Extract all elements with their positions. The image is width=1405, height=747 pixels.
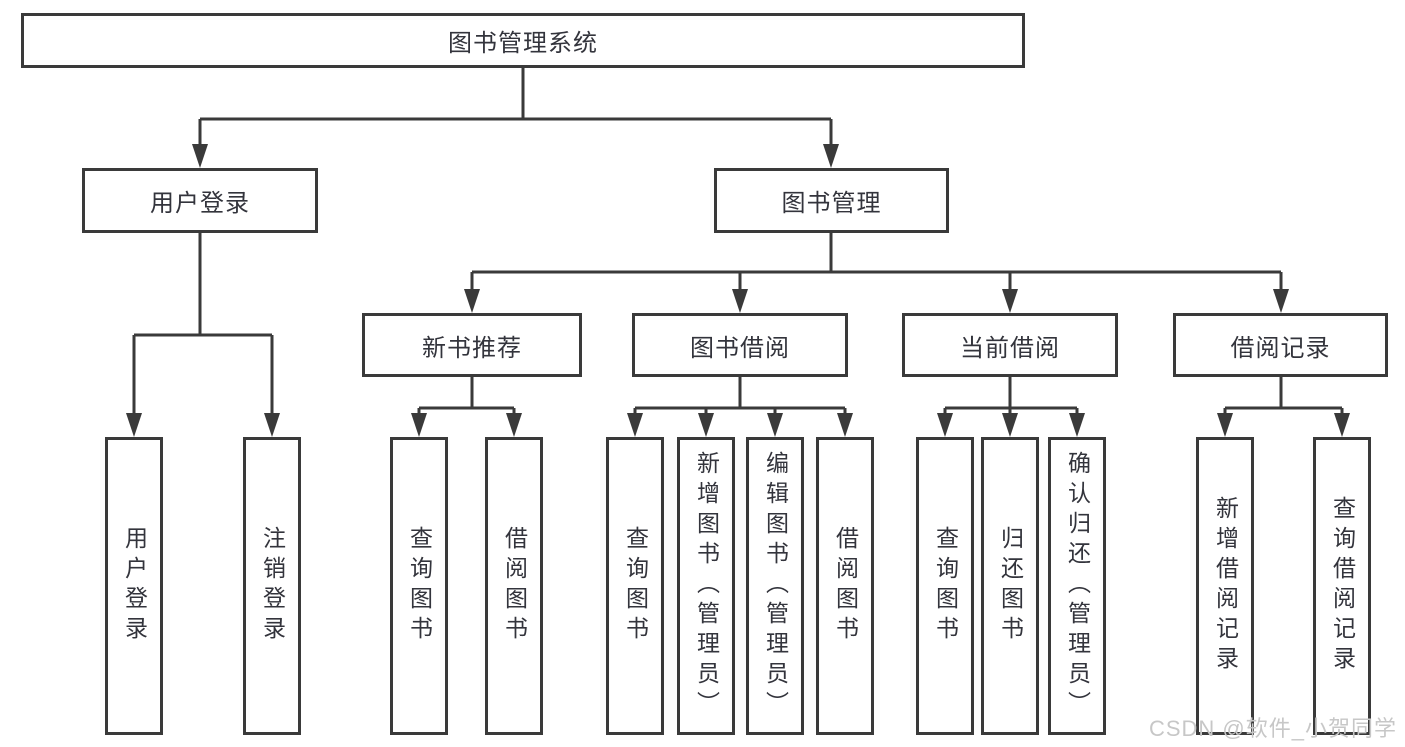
leaf-return-books: 归还图书 <box>981 437 1039 735</box>
leaf-label: 归还图书 <box>997 526 1024 646</box>
leaf-query-books-borrowing: 查询图书 <box>606 437 664 735</box>
leaf-add-borrow-record: 新增借阅记录 <box>1196 437 1254 735</box>
node-label: 图书管理系统 <box>448 30 598 57</box>
node-library-management-system: 图书管理系统 <box>21 13 1025 68</box>
leaf-label: 新增借阅记录 <box>1212 496 1239 676</box>
node-user-login: 用户登录 <box>82 168 318 233</box>
node-borrowing-records: 借阅记录 <box>1173 313 1388 377</box>
leaf-logout: 注销登录 <box>243 437 301 735</box>
leaf-query-books-recommend: 查询图书 <box>390 437 448 735</box>
leaf-label: 借阅图书 <box>501 526 528 646</box>
leaf-label: 查询图书 <box>406 526 433 646</box>
node-label: 图书管理 <box>781 190 882 217</box>
node-book-borrowing: 图书借阅 <box>632 313 848 377</box>
leaf-user-login: 用户登录 <box>105 437 163 735</box>
leaf-label: 注销登录 <box>259 526 286 646</box>
leaf-label: 借阅图书 <box>832 526 859 646</box>
node-label: 借阅记录 <box>1230 334 1331 362</box>
leaf-borrow-books: 借阅图书 <box>816 437 874 735</box>
leaf-add-books-admin: 新增图书（管理员） <box>677 437 735 735</box>
leaf-confirm-return-admin: 确认归还（管理员） <box>1048 437 1106 735</box>
leaf-label: 查询借阅记录 <box>1329 496 1356 676</box>
leaf-label: 新增图书（管理员） <box>693 451 720 721</box>
node-label: 当前借阅 <box>960 334 1060 362</box>
leaf-label: 编辑图书（管理员） <box>762 451 789 721</box>
leaf-edit-books-admin: 编辑图书（管理员） <box>746 437 804 735</box>
connector-strokes <box>132 68 1344 415</box>
leaf-borrow-books-recommend: 借阅图书 <box>485 437 543 735</box>
leaf-label: 查询图书 <box>932 526 959 646</box>
node-current-borrowing: 当前借阅 <box>902 313 1118 377</box>
node-label: 新书推荐 <box>422 334 522 362</box>
arrowheads <box>126 144 1350 437</box>
leaf-label: 确认归还（管理员） <box>1064 451 1091 721</box>
node-book-management: 图书管理 <box>714 168 949 233</box>
leaf-label: 查询图书 <box>622 526 649 646</box>
node-label: 图书借阅 <box>690 334 790 362</box>
node-new-book-recommendation: 新书推荐 <box>362 313 582 377</box>
node-label: 用户登录 <box>150 190 250 217</box>
leaf-query-borrow-record: 查询借阅记录 <box>1313 437 1371 735</box>
leaf-query-books-current: 查询图书 <box>916 437 974 735</box>
leaf-label: 用户登录 <box>121 526 148 646</box>
